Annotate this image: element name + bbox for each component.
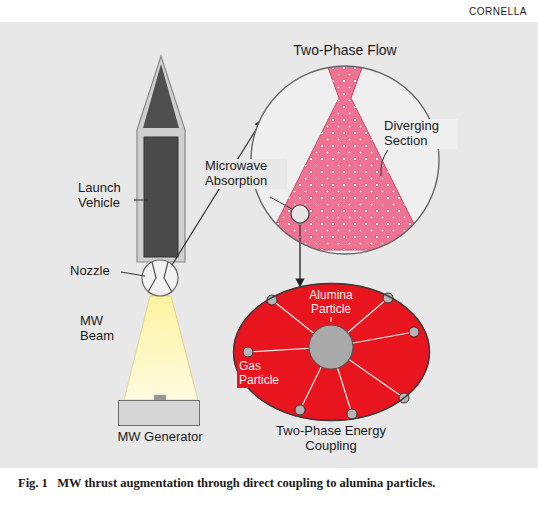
nose-cone: [143, 64, 179, 128]
part-label: MW Beam: [80, 314, 130, 344]
node-label: Microwave Absorption: [203, 159, 287, 189]
coupling-ellipse: Alumina ParticleGas ParticleTwo-Phase En…: [233, 283, 430, 421]
running-header: CORNELLA: [469, 6, 535, 18]
leader-line: [330, 317, 331, 322]
gas-particle: [409, 327, 419, 337]
node-label: MW Generator: [100, 430, 220, 445]
leader-line: [121, 272, 145, 276]
gas-particle: [243, 347, 253, 357]
nozzle-magnifier: [142, 260, 178, 296]
node-label: Alumina Particle: [298, 289, 364, 317]
zoom-arrow: [172, 120, 262, 265]
leader-line: [134, 200, 148, 201]
zoom-circle: Two-Phase FlowDiverging SectionMicrowave…: [250, 65, 440, 255]
microwave-beam: [124, 296, 198, 400]
leader-line: [381, 150, 388, 176]
leader-line: [270, 197, 292, 209]
node-label: Diverging Section: [382, 119, 458, 149]
coupling-outline: [234, 284, 430, 421]
alumina-particle: [309, 325, 353, 369]
flow-arrow: [299, 244, 300, 287]
particle-texture: [263, 62, 427, 250]
rocket-body: [144, 137, 178, 257]
gas-particle: [347, 409, 357, 419]
rocket-hull: [137, 56, 185, 262]
generator-box: MW Generator: [118, 400, 200, 426]
nozzle-wall: [148, 262, 172, 292]
node-label: Two-Phase Energy Coupling: [256, 424, 406, 454]
gas-particle: [295, 405, 305, 415]
part-label: Launch Vehicle: [78, 181, 134, 211]
figure-ground: [0, 22, 538, 468]
figure-caption: Fig. 1 MW thrust augmentation through di…: [18, 476, 488, 490]
nozzle-cone: [263, 62, 427, 250]
zoom-spot: [291, 205, 309, 223]
launch-vehicle: [137, 56, 185, 262]
nozzle-flow: [263, 62, 427, 250]
zoom-stem: [299, 223, 300, 244]
node-label: Two-Phase Flow: [265, 42, 425, 58]
node-label: Gas Particle: [237, 360, 285, 388]
coupling-ground: [233, 283, 430, 421]
part-label: Nozzle: [70, 264, 120, 279]
nozzle-circle: [142, 260, 178, 296]
